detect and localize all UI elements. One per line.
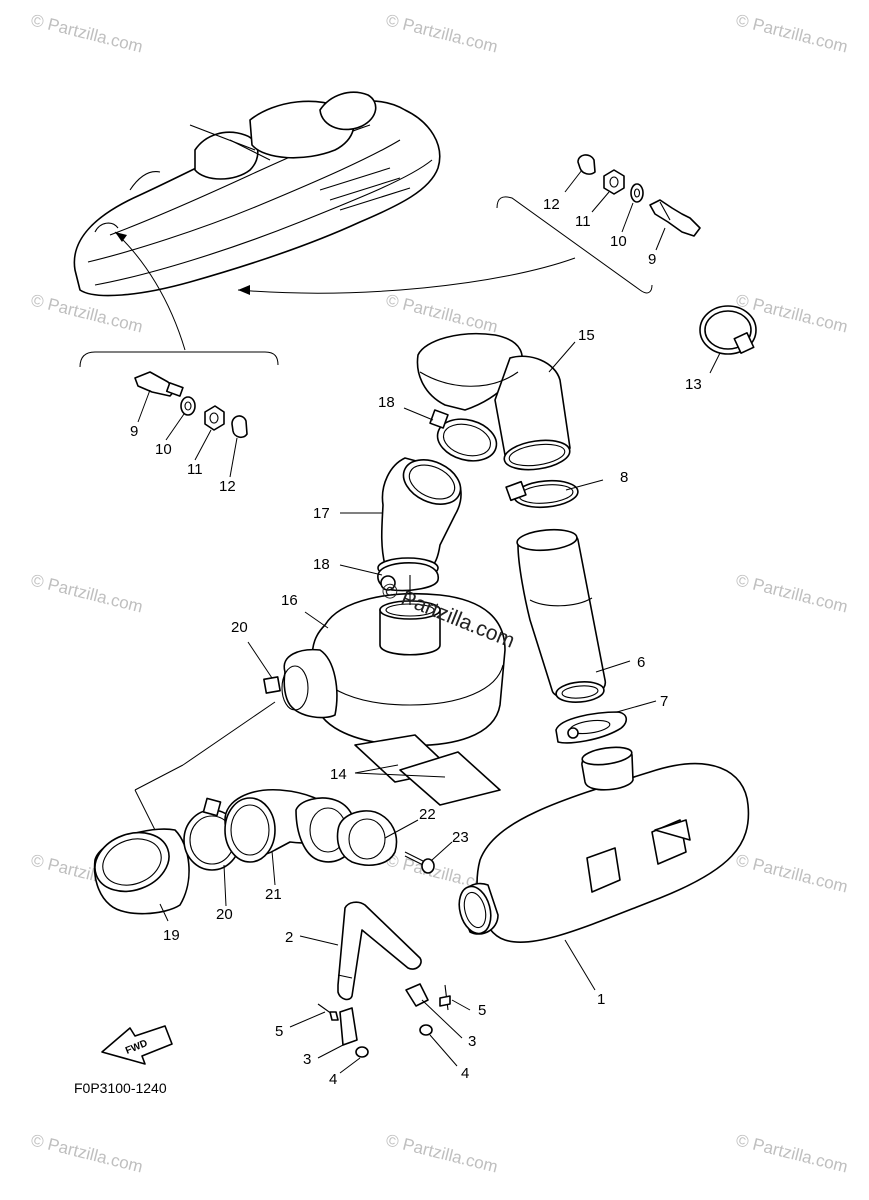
hose-clamp-18-upper	[429, 409, 498, 462]
watermark: © Partzilla.com	[29, 10, 145, 56]
exhaust-elbow-21	[224, 789, 357, 863]
callout-11: 11	[575, 213, 591, 230]
watermark: © Partzilla.com	[734, 1130, 850, 1176]
callout-3: 3	[468, 1033, 476, 1050]
callout-8: 8	[620, 469, 628, 486]
bracket-right	[496, 196, 653, 294]
gasket-22	[336, 810, 398, 866]
elbow-hose-15	[416, 332, 571, 471]
strap-2	[337, 901, 422, 1001]
bolt-23	[404, 851, 435, 874]
diagram-code: F0P3100-1240	[74, 1080, 167, 1096]
callout-10: 10	[610, 233, 627, 250]
callout-6: 6	[637, 654, 645, 671]
callout-13: 13	[685, 376, 702, 393]
callout-17: 17	[313, 505, 330, 522]
callout-12: 12	[543, 196, 560, 213]
callout-7: 7	[660, 693, 668, 710]
callout-arrow	[237, 257, 576, 294]
callout-4: 4	[329, 1071, 337, 1088]
callout-19: 19	[163, 927, 180, 944]
hose-clamp-20-upper	[263, 648, 338, 719]
leader-lines	[134, 169, 721, 1074]
arrowhead	[238, 285, 250, 295]
drain-plug-group-left	[134, 371, 248, 439]
exhaust-elbow-17	[377, 457, 462, 579]
watermark: © Partzilla.com	[29, 1130, 145, 1176]
callout-2: 2	[285, 929, 293, 946]
callout-12: 12	[219, 478, 236, 495]
callout-22: 22	[419, 806, 436, 823]
callout-4: 4	[461, 1065, 469, 1082]
callout-15: 15	[578, 327, 595, 344]
callout-labels: 1 2 3 3 4 4 5 5 6 7 8 9 9 10 10 11 11 12…	[130, 196, 702, 1088]
watercraft-illustration	[73, 91, 441, 297]
exhaust-hose-6	[516, 528, 606, 703]
callout-5: 5	[478, 1002, 486, 1019]
bracket-left	[79, 351, 279, 368]
watermark: © Partzilla.com	[384, 1130, 500, 1176]
watermark: © Partzilla.com	[384, 10, 500, 56]
watermark: © Partzilla.com	[29, 290, 145, 336]
arrowhead	[115, 232, 127, 242]
watermark: © Partzilla.com	[734, 850, 850, 896]
hose-clamp-7	[555, 711, 628, 744]
callout-23: 23	[452, 829, 469, 846]
callout-14: 14	[330, 766, 347, 783]
callout-arrow	[114, 231, 186, 351]
hose-clamp-13	[699, 305, 757, 355]
watermark: © Partzilla.com	[384, 290, 500, 336]
forward-direction-indicator: FWD	[101, 1025, 173, 1065]
callout-21: 21	[265, 886, 282, 903]
fastener-hardware	[317, 983, 451, 1058]
callout-18: 18	[378, 394, 395, 411]
watermark: © Partzilla.com	[29, 570, 145, 616]
callout-9: 9	[648, 251, 656, 268]
callout-3: 3	[303, 1051, 311, 1068]
callout-18: 18	[313, 556, 330, 573]
hose-clamp-8	[505, 479, 579, 509]
callout-9: 9	[130, 423, 138, 440]
callout-5: 5	[275, 1023, 283, 1040]
callout-10: 10	[155, 441, 172, 458]
outlet-pipe-19	[93, 828, 190, 915]
water-box-16	[311, 575, 506, 747]
watermark: © Partzilla.com	[734, 570, 850, 616]
plates-14	[354, 734, 501, 806]
hose-clamp-18-lower	[377, 562, 439, 592]
callout-11: 11	[187, 461, 203, 478]
watermark: © Partzilla.com	[734, 10, 850, 56]
callout-20: 20	[216, 906, 233, 923]
drain-plug-group-right	[577, 154, 701, 237]
callout-1: 1	[597, 991, 605, 1008]
muffler-1	[458, 746, 750, 944]
callout-20: 20	[231, 619, 248, 636]
callout-16: 16	[281, 592, 298, 609]
